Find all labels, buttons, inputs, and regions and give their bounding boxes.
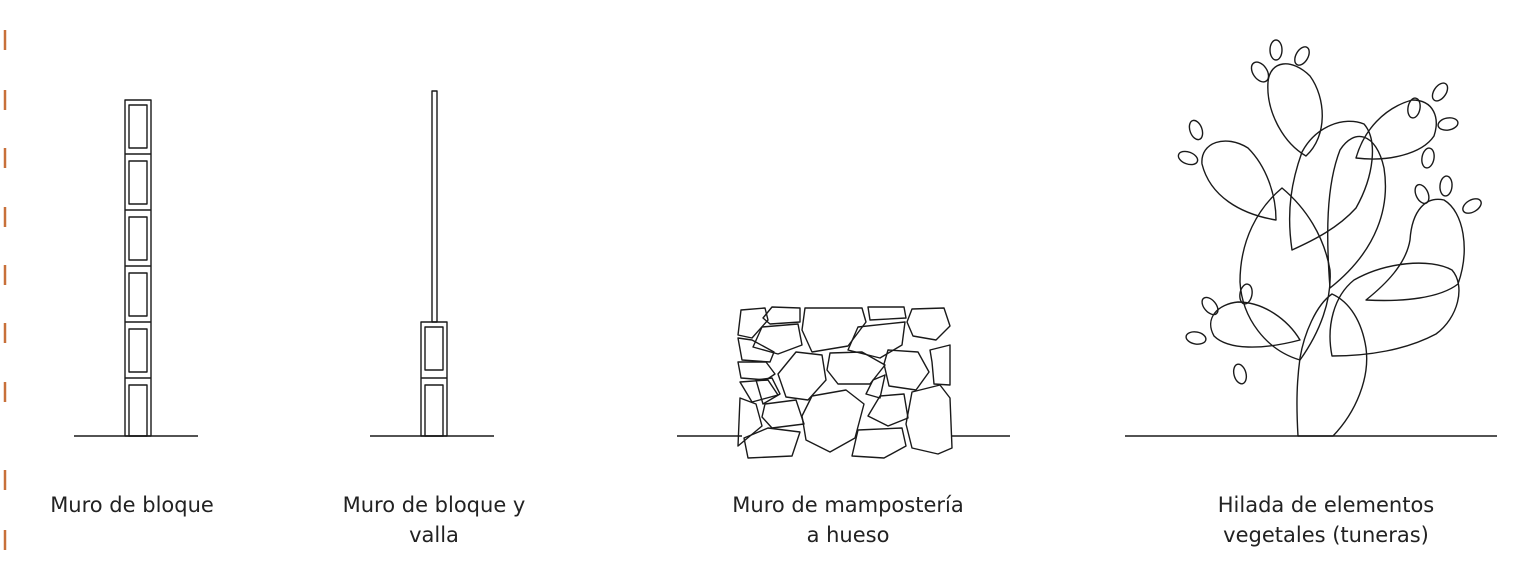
block-wall-drawing <box>74 99 198 437</box>
caption-masonry-wall: Muro de mampostería a hueso <box>732 493 964 547</box>
caption-block-wall: Muro de bloque <box>50 493 214 517</box>
caption-cactus-row: Hilada de elementos vegetales (tuneras) <box>1217 493 1435 547</box>
block-wall-fence-drawing <box>370 90 494 437</box>
caption-block-wall-fence: Muro de bloque y valla <box>342 493 526 547</box>
cactus-drawing <box>1125 39 1497 437</box>
masonry-wall-drawing <box>677 306 1010 459</box>
fence-post <box>431 90 438 323</box>
